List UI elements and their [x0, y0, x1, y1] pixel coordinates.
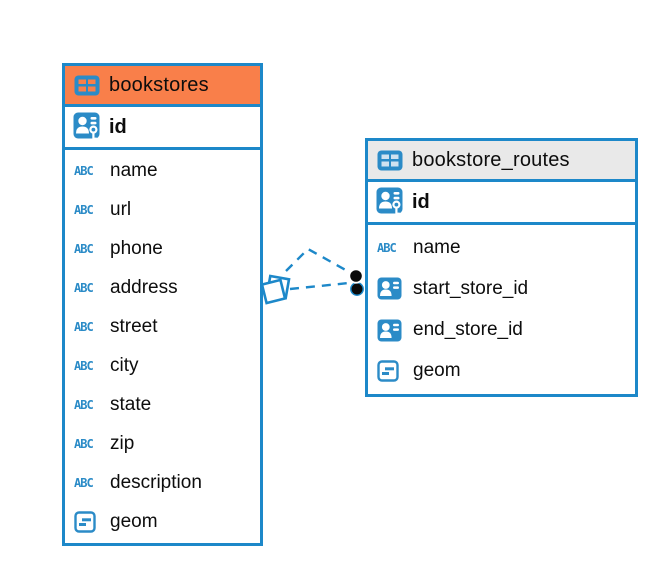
text-type-icon: ABC — [74, 475, 94, 490]
geometry-type-icon — [377, 360, 405, 383]
field-row-zip[interactable]: ABC zip — [74, 432, 135, 454]
field-row-address[interactable]: ABC address — [74, 277, 178, 299]
text-type-icon: ABC — [74, 203, 94, 218]
field-row-geom[interactable]: geom — [368, 351, 635, 392]
field-row-start-store-id[interactable]: start_store_id — [368, 268, 635, 309]
table-title: bookstore_routes — [412, 148, 570, 171]
field-row-state[interactable]: ABC state — [74, 393, 152, 415]
field-row-name[interactable]: ABC name — [377, 236, 461, 258]
field-row-street[interactable]: ABC street — [74, 316, 158, 338]
field-row-city[interactable]: ABC city — [74, 354, 139, 376]
stacked-squares-marker — [260, 274, 291, 305]
field-row-phone[interactable]: ABC phone — [74, 238, 163, 260]
text-type-icon: ABC — [74, 397, 94, 412]
geometry-type-icon — [74, 510, 102, 533]
field-row-end-store-id[interactable]: end_store_id — [368, 310, 635, 351]
text-type-icon: ABC — [74, 281, 94, 296]
table-icon — [74, 75, 100, 95]
primary-key-row[interactable]: id — [65, 107, 260, 150]
text-type-icon: ABC — [74, 320, 94, 335]
table-bookstore-routes[interactable]: bookstore_routes id ABC name — [365, 138, 638, 397]
field-row-description[interactable]: ABC description — [74, 471, 202, 493]
text-type-icon: ABC — [74, 164, 94, 179]
field-list: ABC name ABC url ABC phone ABC address A… — [65, 150, 260, 543]
table-title: bookstores — [109, 73, 209, 96]
text-type-icon: ABC — [74, 436, 94, 451]
field-row-url[interactable]: ABC url — [74, 199, 132, 221]
table-bookstores[interactable]: bookstores id ABC name — [62, 63, 263, 546]
primary-key-label: id — [412, 190, 430, 213]
text-type-icon: ABC — [377, 240, 397, 255]
field-list: ABC name start_store_id — [368, 225, 635, 394]
double-dot-marker — [348, 268, 364, 296]
table-icon — [377, 150, 403, 170]
table-header-bookstores[interactable]: bookstores — [65, 66, 260, 107]
text-type-icon: ABC — [74, 358, 94, 373]
field-row-name[interactable]: ABC name — [74, 160, 158, 182]
table-header-bookstore-routes[interactable]: bookstore_routes — [368, 141, 635, 182]
relationship-link[interactable] — [260, 247, 364, 305]
reference-type-icon — [377, 319, 405, 342]
text-type-icon: ABC — [74, 242, 94, 257]
reference-type-icon — [377, 277, 405, 300]
primary-key-icon — [376, 187, 404, 217]
primary-key-icon — [73, 112, 101, 142]
primary-key-label: id — [109, 115, 127, 138]
primary-key-row[interactable]: id — [368, 182, 635, 225]
field-row-geom[interactable]: geom — [65, 502, 260, 541]
